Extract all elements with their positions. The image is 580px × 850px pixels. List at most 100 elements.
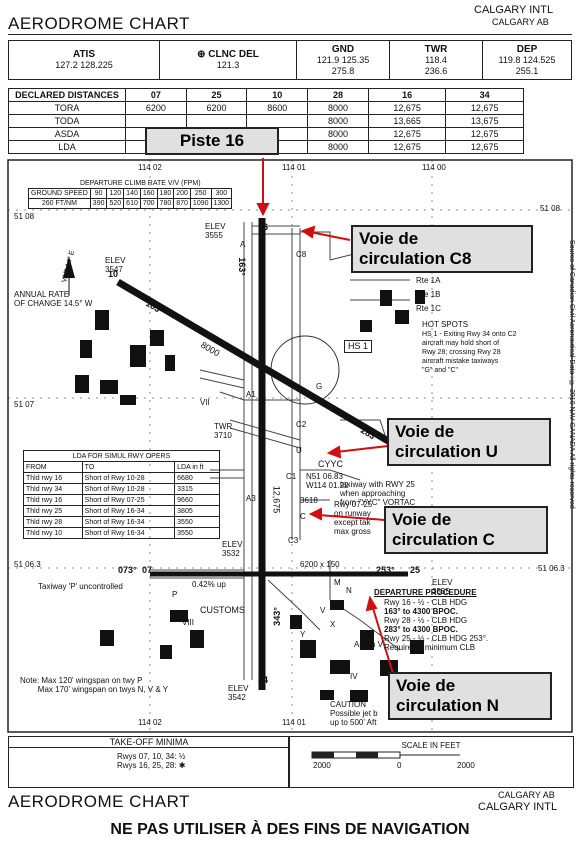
lat-label-51-063-left: 51 06.3 <box>14 560 41 569</box>
map-frame <box>7 159 573 733</box>
rwy-dim-label: 6200 x 150 <box>300 560 340 569</box>
len-12675-label: 12,675 <box>271 485 282 514</box>
twy-c8-label: C8 <box>296 250 307 259</box>
airport-name: CALGARY INTL <box>474 4 554 16</box>
twy-a1-label: A1 <box>246 390 256 399</box>
customs-label: CUSTOMS <box>200 605 245 615</box>
rwy-07-label: 07 <box>142 565 153 575</box>
dep-proc-title: DEPARTURE PROCEDURE <box>374 588 477 597</box>
declared-distances-table: DECLARED DISTANCES 07 25 10 28 16 34 TOR… <box>8 88 524 154</box>
takeoff-minima-box: TAKE-OFF MINIMA Rwys 07, 10, 34: ½ Rwys … <box>8 736 290 788</box>
scale-title: SCALE IN FEET <box>401 741 461 750</box>
twy-y-label: Y <box>300 630 306 639</box>
hot-spots-title: HOT SPOTS <box>422 320 469 329</box>
twy-vii-label: VII <box>200 398 210 407</box>
rwy-34-label: 34 <box>258 675 269 685</box>
source-credit: Source of Canadian Civil Aeronautical Da… <box>568 240 575 509</box>
rte-1a-label: Rte 1A <box>416 276 441 285</box>
twy-a-label: A <box>240 240 246 249</box>
lon-label-114-00-top: 114 00 <box>422 163 446 172</box>
hdg-073-label: 073° <box>118 565 137 575</box>
cyyc-label: CYYC <box>318 459 344 469</box>
footer-airport-location: CALGARY AB <box>498 790 555 800</box>
rwy-16-label: 16 <box>258 222 269 232</box>
twy-u-label: U <box>296 446 302 455</box>
runway-10-28 <box>116 278 397 449</box>
twy-v-label: V <box>320 606 326 615</box>
wingspan-note: Note: Max 120' wingspan on twy P Max 170… <box>20 676 169 694</box>
twy-g-label: G <box>316 382 323 391</box>
lat-label-51-08-right: 51 08 <box>540 204 561 213</box>
rwy-25-label: 25 <box>410 565 421 575</box>
navigation-disclaimer: NE PAS UTILISER À DES FINS DE NAVIGATION <box>110 821 470 838</box>
footer-chart-title: AERODROME CHART <box>8 792 190 811</box>
lon-label-114-02-bottom: 114 02 <box>138 718 162 727</box>
callout-piste-16: Piste 16 <box>145 127 279 155</box>
twy-c3-label: C3 <box>288 536 299 545</box>
twy-p-label: P <box>172 590 178 599</box>
header-rule <box>8 34 572 35</box>
elev-3618-label: 3618 <box>300 496 318 505</box>
taxiway-network <box>150 222 410 680</box>
twy-c2-label: C2 <box>296 420 307 429</box>
twy-viii-label: VIII <box>182 618 195 627</box>
rwy-10-label: 10 <box>108 269 119 279</box>
lat-label-51-07: 51 07 <box>14 400 35 409</box>
rte-1c-label: Rte 1C <box>416 304 441 313</box>
hdg-163-label: 163° <box>236 257 247 276</box>
twy-x-label: X <box>330 620 336 629</box>
hs1-badge: HS 1 <box>344 340 373 353</box>
lat-label-51-063-right: 51 06.3 <box>538 564 565 573</box>
callout-arrows <box>256 158 396 681</box>
takeoff-line-1: Rwys 07, 10, 34: ½ <box>117 752 186 761</box>
lon-label-114-01-top: 114 01 <box>282 163 306 172</box>
footer-airport-name: CALGARY INTL <box>478 801 558 813</box>
twy-c1-label: C1 <box>286 472 297 481</box>
twy-a3-label: A3 <box>246 494 256 503</box>
scale-box: SCALE IN FEET 2000 0 2000 <box>288 736 574 788</box>
hdg-253-label: 253° <box>376 565 395 575</box>
lon-label-114-01-bottom: 114 01 <box>282 718 306 727</box>
scale-left: 2000 <box>313 761 331 770</box>
airport-location: CALGARY AB <box>492 17 549 27</box>
terminal-buildings <box>75 290 425 702</box>
scale-mid: 0 <box>397 761 402 770</box>
taxiway-p-note: Taxiway 'P' uncontrolled <box>38 582 123 591</box>
scale-right: 2000 <box>457 761 475 770</box>
twy-n-label: N <box>346 586 352 595</box>
twy-c-label: C <box>300 512 306 521</box>
climb-table-title: DEPARTURE CLIMB RATE V/V (FPM) <box>80 180 201 187</box>
lat-label-51-08-left: 51 08 <box>14 212 35 221</box>
rte-1b-label: Rte 1B <box>416 290 441 299</box>
north-arrow <box>63 256 75 278</box>
chart-title: AERODROME CHART <box>8 14 190 33</box>
twy-m-label: M <box>334 578 341 587</box>
apron-v-label: Apron V <box>354 640 383 649</box>
lon-label-114-02-top: 114 02 <box>138 163 162 172</box>
takeoff-title: TAKE-OFF MINIMA <box>9 737 289 748</box>
gradient-label: 0.42% up <box>192 580 226 589</box>
